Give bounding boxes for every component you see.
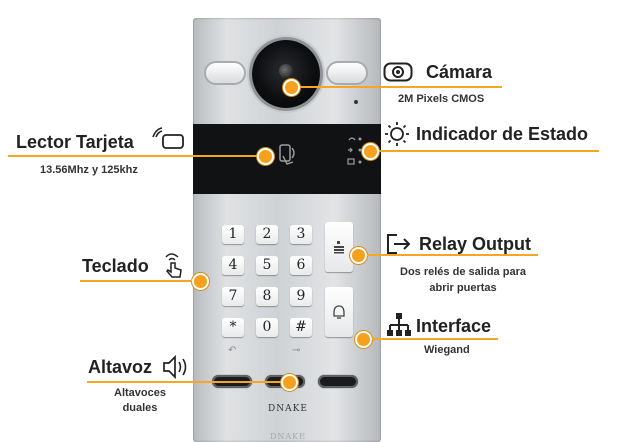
exit-arrow-icon: [385, 233, 413, 255]
keypad-key[interactable]: #: [290, 318, 312, 337]
directory-icon: [334, 241, 344, 254]
interface-subtitle: Wiegand: [424, 344, 470, 356]
camera-icon: [383, 62, 413, 82]
camera-marker-dot: [283, 79, 300, 96]
indicator-title: Indicador de Estado: [416, 124, 589, 144]
keypad-marker-dot: [192, 273, 209, 290]
keypad-leader-line: [80, 280, 192, 282]
relay-title: Relay Output: [419, 234, 532, 254]
relay-leader-line: [367, 254, 538, 256]
network-tree-icon: [386, 312, 412, 338]
card-reader-title: Lector Tarjeta: [16, 132, 134, 152]
keypad-key[interactable]: 8: [256, 287, 278, 306]
camera-leader-line: [300, 86, 502, 88]
call-bell-key[interactable]: [325, 287, 353, 337]
back-mark-icon: ↶: [228, 345, 237, 356]
microphone-hole: [354, 100, 358, 104]
speaker-leader-line: [87, 381, 281, 383]
brand-logo: DNAKE: [268, 404, 308, 414]
brand-logo-reflection: DNAKE: [269, 432, 306, 441]
status-indicators: [345, 134, 367, 172]
camera-title: Cámara: [426, 62, 493, 82]
keypad-key[interactable]: 5: [256, 256, 278, 275]
bell-icon: [333, 305, 345, 319]
keypad-key[interactable]: *: [222, 318, 244, 337]
speaker-subtitle-line2: duales: [122, 402, 158, 414]
interface-title: Interface: [416, 316, 492, 336]
keypad-key[interactable]: 7: [222, 287, 244, 306]
ir-led-left: [206, 63, 244, 83]
keypad-title: Teclado: [82, 256, 149, 276]
speaker-grill-right: [318, 375, 358, 388]
speaker-marker-dot: [281, 374, 298, 391]
ir-led-right: [328, 63, 366, 83]
sun-icon: [384, 121, 410, 147]
keypad-key[interactable]: 2: [256, 225, 278, 244]
card-reader-icon: [152, 127, 186, 153]
relay-marker-dot: [350, 247, 367, 264]
indicator-leader-line: [379, 150, 599, 152]
keypad-key[interactable]: 9: [290, 287, 312, 306]
interface-leader-line: [372, 338, 498, 340]
camera-lens: [279, 64, 293, 78]
keypad-key[interactable]: 4: [222, 256, 244, 275]
card-reader-subtitle: 13.56Mhz y 125khz: [40, 164, 138, 176]
keypad-key[interactable]: 3: [290, 225, 312, 244]
key-mark-icon: ⊸: [292, 345, 301, 356]
indicator-marker-dot: [362, 143, 379, 160]
relay-subtitle-line2: abrir puertas: [429, 282, 497, 294]
keypad-key[interactable]: 0: [256, 318, 278, 337]
interface-marker-dot: [355, 331, 372, 348]
keypad-key[interactable]: 1: [222, 225, 244, 244]
speaker-subtitle-line1: Altavoces: [114, 387, 166, 399]
resident-list-key[interactable]: [325, 222, 353, 272]
speaker-title: Altavoz: [88, 357, 153, 377]
nfc-card-icon: [276, 142, 298, 168]
relay-subtitle-line1: Dos relés de salida para: [400, 266, 526, 278]
speaker-icon: [162, 355, 190, 379]
card-reader-marker-dot: [257, 148, 274, 165]
camera-subtitle: 2M Pixels CMOS: [398, 93, 485, 105]
card-reader-leader-line: [8, 155, 257, 157]
touch-hand-icon: [161, 251, 185, 279]
keypad-key[interactable]: 6: [290, 256, 312, 275]
